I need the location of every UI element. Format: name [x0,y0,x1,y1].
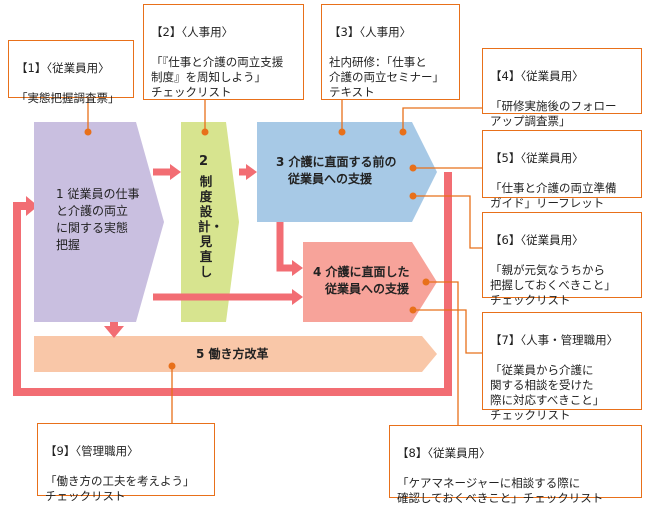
stage4-label: 4 介護に直面した 従業員への支援 [313,265,410,296]
stage1-shape [34,122,164,322]
tool-box-7: 【7】〈人事・管理職用〉 「従業員から介護に 関する相談を受けた 際に対応すべき… [482,312,642,422]
tool-box-8-head: 【8】〈従業員用〉 [397,446,491,460]
leader-dots [84,128,430,370]
stage4-shape [303,242,437,322]
stage3-shape [257,122,437,222]
tool-box-3: 【3】〈人事用〉 社内研修：「仕事と 介護の両立セミナー」 テキスト [321,4,460,100]
stage1-label: 1 従業員の仕事 と介護の両立 に関する実態 把握 [56,187,140,252]
tool-box-2-head: 【2】〈人事用〉 [151,25,234,39]
stage2-shape [181,122,239,322]
feedback-loop-arrowhead [26,196,38,216]
tool-box-6: 【6】〈従業員用〉 「親が元気なうちから 把握しておくべきこと」 チェックリスト [482,212,642,307]
tool-box-1: 【1】〈従業員用〉 「実態把握調査票」 [8,40,134,105]
leader-lines [87,98,482,425]
diagram-canvas [13,98,482,425]
stage3-label: 3 介護に直面する前の 従業員への支援 [276,155,397,186]
stage2-label: 制度設計・見直し [198,174,224,279]
tool-box-4-head: 【4】〈従業員用〉 [490,69,584,83]
tool-box-4-body: 「研修実施後のフォロー アップ調査票」 [490,99,617,128]
tool-box-9-head: 【9】〈管理職用〉 [45,444,139,458]
tool-box-4: 【4】〈従業員用〉 「研修実施後のフォロー アップ調査票」 [482,48,642,128]
tool-box-7-body: 「従業員から介護に 関する相談を受けた 際に対応すべきこと」 チェックリスト [490,363,605,422]
stage2-number: 2 [199,154,209,169]
tool-box-1-body: 「実態把握調査票」 [16,91,120,105]
tool-box-2-body: 「『仕事と介護の両立支援 制度』を周知しよう」 チェックリスト [151,55,284,99]
tool-box-5-head: 【5】〈従業員用〉 [490,151,584,165]
flow-arrows [104,164,303,338]
tool-box-6-body: 「親が元気なうちから 把握しておくべきこと」 チェックリスト [490,263,616,307]
tool-box-5: 【5】〈従業員用〉 「仕事と介護の両立準備 ガイド」リーフレット [482,130,642,210]
tool-box-3-body: 社内研修：「仕事と 介護の両立セミナー」 テキスト [329,55,444,99]
stage5-label: 5 働き方改革 [196,347,269,361]
tool-box-8-body: 「ケアマネージャーに相談する際に 確認しておくべきこと」チェックリスト [397,476,604,505]
tool-box-9: 【9】〈管理職用〉 「働き方の工夫を考えよう」 チェックリスト [37,423,215,503]
stage5-shape [34,336,437,372]
tool-box-1-head: 【1】〈従業員用〉 [16,61,110,75]
tool-box-8: 【8】〈従業員用〉 「ケアマネージャーに相談する際に 確認しておくべきこと」チェ… [389,425,642,505]
tool-box-2: 【2】〈人事用〉 「『仕事と介護の両立支援 制度』を周知しよう」 チェックリスト [143,4,304,100]
feedback-loop-arrow [13,172,452,396]
tool-box-9-body: 「働き方の工夫を考えよう」 チェックリスト [45,474,195,503]
tool-box-5-body: 「仕事と介護の両立準備 ガイド」リーフレット [490,181,617,210]
tool-box-6-head: 【6】〈従業員用〉 [490,233,584,247]
tool-box-7-head: 【7】〈人事・管理職用〉 [490,333,619,347]
tool-box-3-head: 【3】〈人事用〉 [329,25,412,39]
